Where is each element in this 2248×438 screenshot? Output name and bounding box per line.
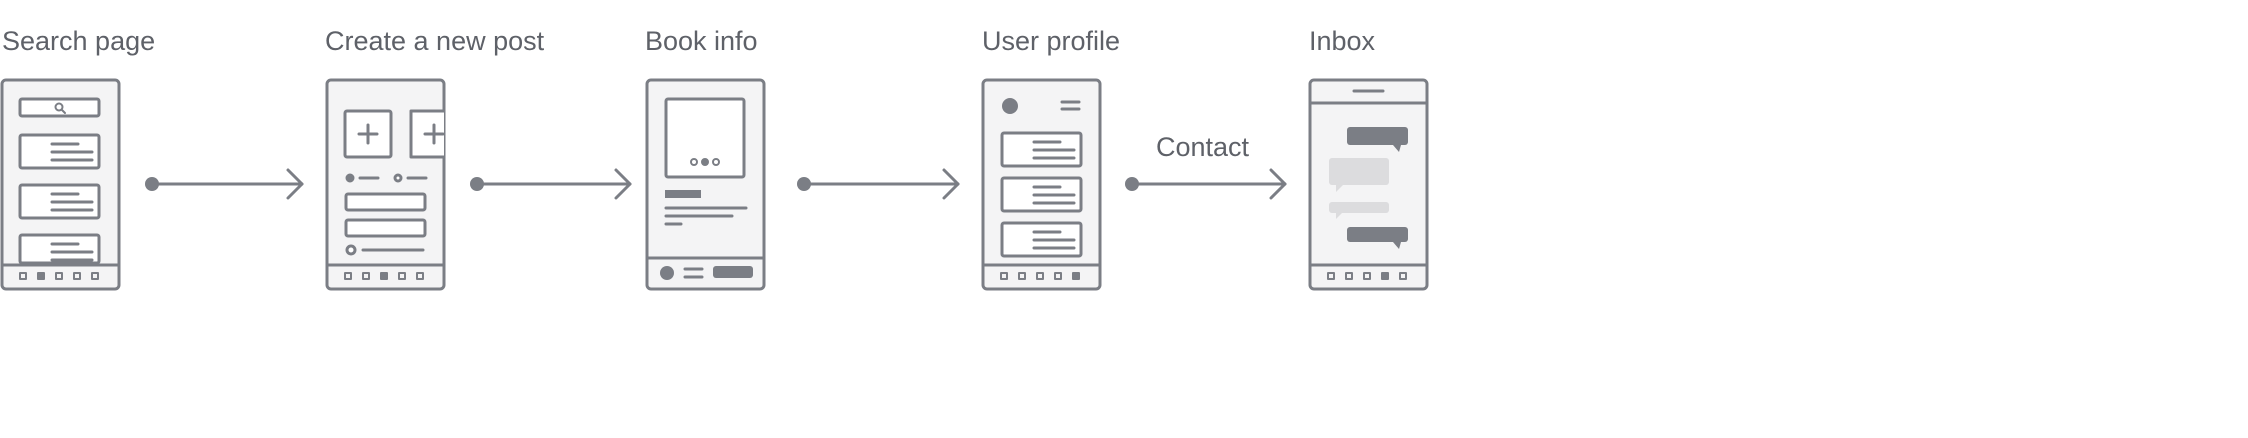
user-profile-wireframe-icon <box>981 78 1102 291</box>
screen-title-book-info: Book info <box>645 26 758 56</box>
flow-arrow-3 <box>797 168 960 200</box>
screen-title-user-profile: User profile <box>982 26 1121 56</box>
flow-arrow-1 <box>145 168 304 200</box>
flow-arrow-2 <box>470 168 632 200</box>
screen-title-inbox: Inbox <box>1309 26 1376 56</box>
book-info-wireframe-icon <box>645 78 766 291</box>
connector-label-contact: Contact <box>1156 132 1250 162</box>
screen-title-search-page: Search page <box>2 26 156 56</box>
flow-arrow-4 <box>1125 168 1287 200</box>
search-page-wireframe-icon <box>0 78 121 291</box>
screen-title-create-post: Create a new post <box>325 26 545 56</box>
inbox-wireframe-icon <box>1308 78 1429 291</box>
create-post-wireframe-icon <box>325 78 446 291</box>
